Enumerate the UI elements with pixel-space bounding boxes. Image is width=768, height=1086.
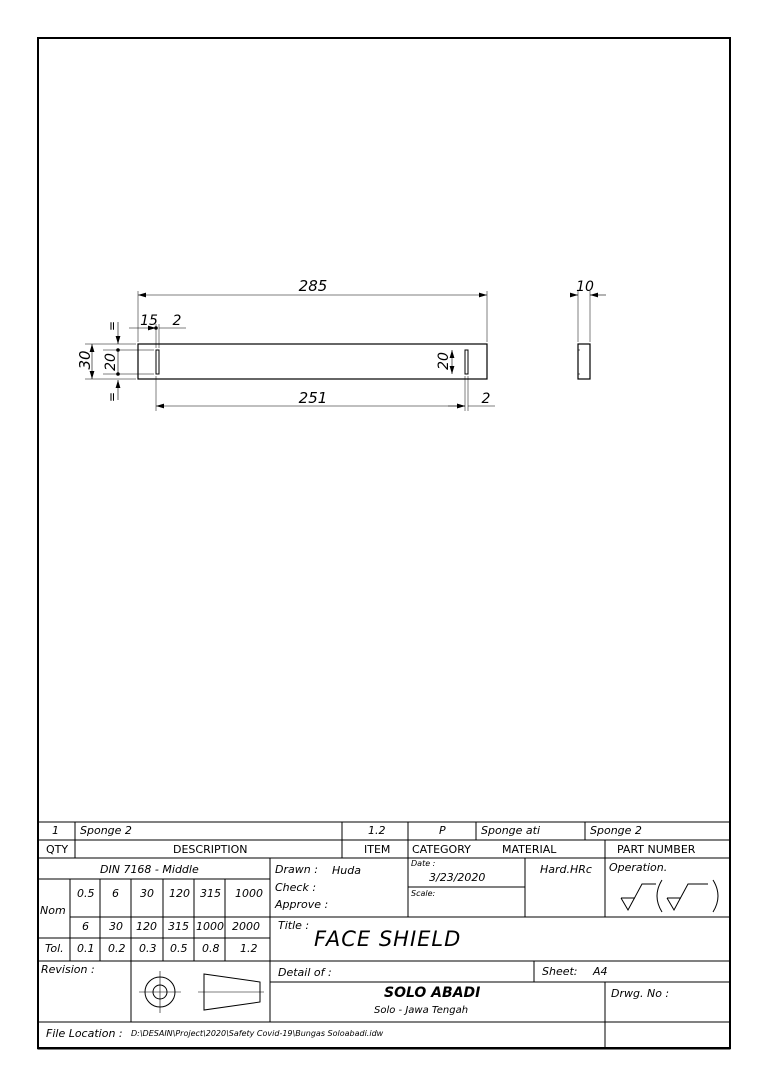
nom-label: Nom (40, 904, 66, 917)
title-label: Title : (278, 919, 310, 932)
parts-row-description: Sponge 2 (80, 824, 132, 837)
operation-label: Operation. (609, 861, 668, 874)
nom-from-cell: 30 (140, 887, 154, 900)
header-item: ITEM (364, 843, 391, 856)
equal-mark-bottom: = (105, 392, 119, 402)
tol-label: Tol. (45, 942, 64, 955)
date-value: 3/23/2020 (429, 871, 486, 884)
nom-to-cell: 6 (82, 920, 89, 933)
surface-finish-icon (620, 879, 719, 913)
dim-20-right: 20 (436, 352, 452, 370)
left-slot (155, 349, 160, 375)
file-location-label: File Location : (46, 1027, 123, 1040)
dim-285: 285 (299, 277, 328, 295)
company-location: Solo - Jawa Tengah (374, 1005, 469, 1016)
drawing-frame (37, 37, 731, 1049)
part-outline (137, 343, 488, 380)
drawn-label: Drawn : (275, 863, 318, 876)
parts-row-material: Sponge ati (481, 824, 541, 837)
tol-cell: 0.8 (202, 942, 220, 955)
tol-cell: 0.1 (77, 942, 95, 955)
scale-label: Scale: (411, 889, 436, 898)
title-block-grid (37, 821, 731, 1050)
company-name: SOLO ABADI (384, 985, 481, 1001)
parts-row-item: 1.2 (368, 824, 386, 837)
sheet-value: A4 (593, 965, 608, 978)
approve-label: Approve : (275, 898, 329, 911)
nom-from-cell: 0.5 (77, 887, 95, 900)
equal-mark-top: = (105, 321, 119, 331)
header-material: MATERIAL (502, 843, 557, 856)
nom-to-cell: 30 (109, 920, 123, 933)
nom-to-cell: 120 (136, 920, 157, 933)
front-view (137, 343, 488, 380)
parts-row-qty: 1 (52, 824, 59, 837)
tolerance-standard: DIN 7168 - Middle (100, 863, 199, 876)
dim-251: 251 (299, 389, 328, 407)
detail-label: Detail of : (278, 966, 332, 979)
dim-2-right: 2 (482, 391, 491, 407)
header-description: DESCRIPTION (173, 843, 248, 856)
tol-cell: 0.2 (108, 942, 126, 955)
projection-symbol-icon (139, 971, 264, 1013)
tol-cell: 0.5 (170, 942, 188, 955)
tol-cell: 1.2 (240, 942, 258, 955)
nom-from-cell: 6 (112, 887, 119, 900)
nom-from-cell: 1000 (235, 887, 263, 900)
nom-to-cell: 2000 (232, 920, 260, 933)
hardness-label: Hard.HRc (540, 863, 592, 876)
header-part-number: PART NUMBER (617, 843, 696, 856)
header-category: CATEGORY (412, 843, 471, 856)
tol-cell: 0.3 (139, 942, 157, 955)
side-view (570, 291, 606, 380)
check-label: Check : (275, 881, 317, 894)
dim-20-left: 20 (103, 353, 119, 371)
parts-row-part-number: Sponge 2 (590, 824, 642, 837)
drawn-by: Huda (332, 864, 361, 877)
drawing-title: FACE SHIELD (314, 927, 462, 951)
nom-from-cell: 120 (169, 887, 190, 900)
nom-to-cell: 315 (168, 920, 189, 933)
dim-30: 30 (76, 350, 94, 369)
extension-lines (85, 291, 488, 411)
dimension-dots (116, 326, 158, 376)
parts-row-category: P (439, 824, 446, 837)
file-location-path: D:\DESAIN\Project\2020\Safety Covid-19\B… (131, 1029, 384, 1038)
sheet-label: Sheet: (542, 965, 578, 978)
right-slot (464, 349, 469, 375)
date-label: Date : (411, 859, 436, 868)
drawing-no-label: Drwg. No : (611, 987, 670, 1000)
side-outline (577, 343, 591, 380)
dim-15: 15 (140, 313, 158, 329)
dim-10: 10 (576, 279, 594, 295)
header-qty: QTY (46, 843, 69, 856)
nom-from-cell: 315 (200, 887, 221, 900)
dim-2-left: 2 (173, 313, 182, 329)
nom-to-cell: 1000 (196, 920, 224, 933)
revision-label: Revision : (41, 963, 95, 976)
dimension-lines (89, 292, 495, 409)
